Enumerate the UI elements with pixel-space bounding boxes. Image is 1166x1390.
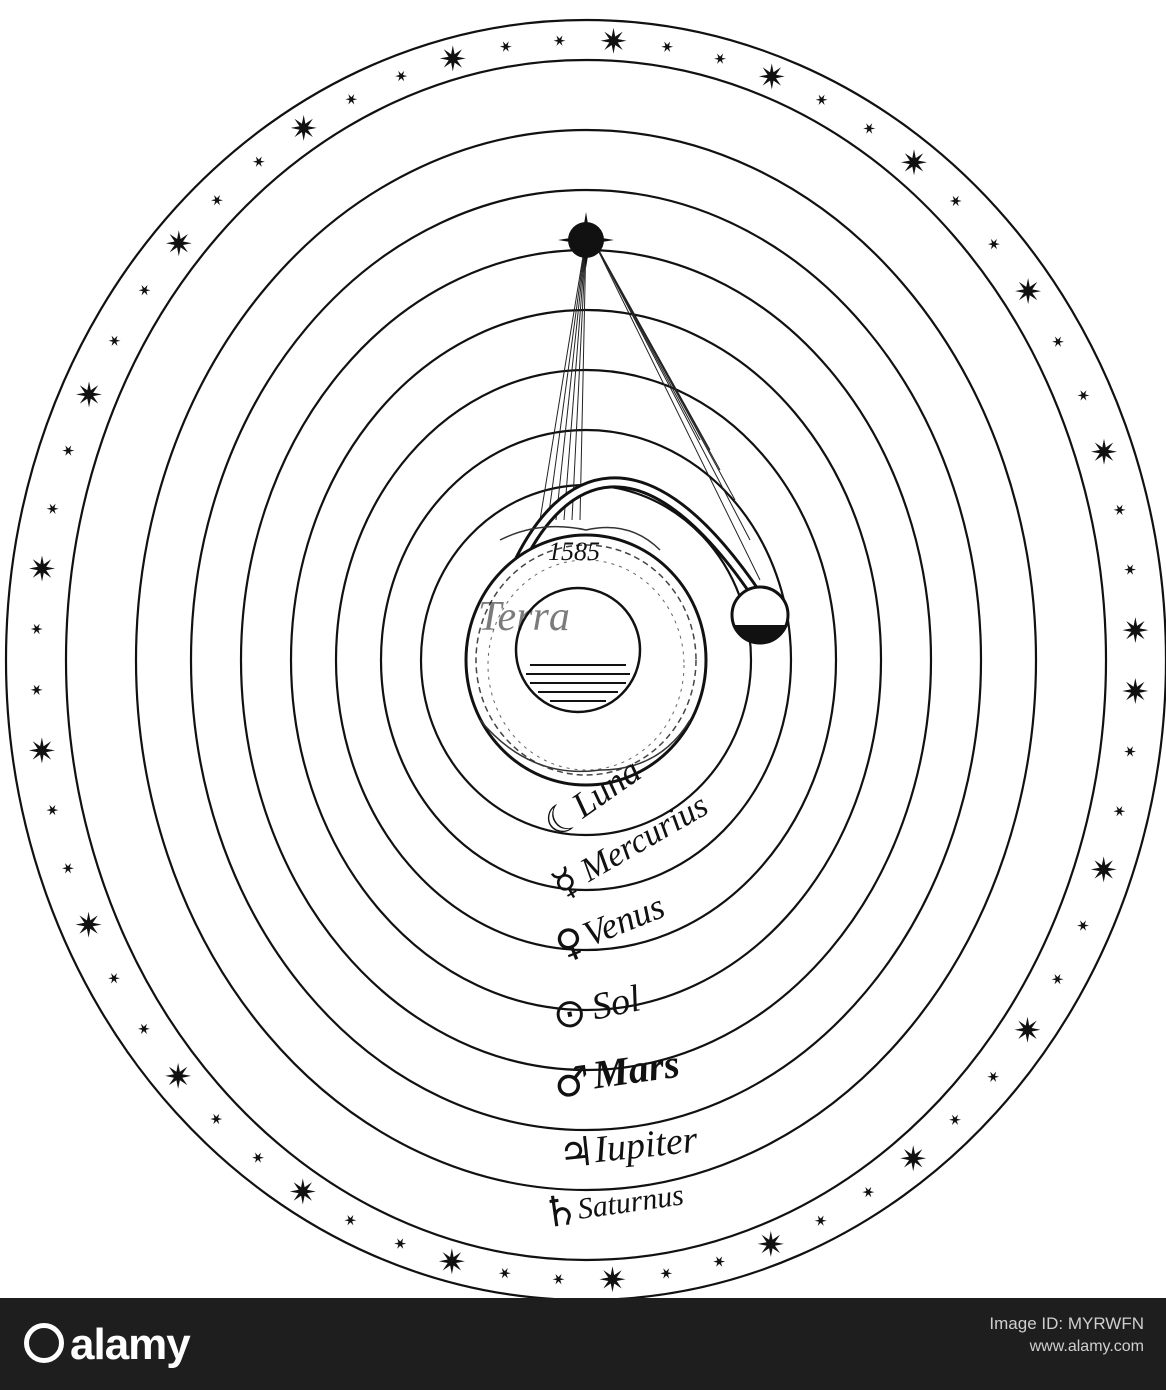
star-mark — [901, 149, 927, 176]
sphere-fixed-stars-inner — [64, 58, 1108, 1262]
image-id-label: Image ID: MYRWFN — [989, 1314, 1144, 1333]
earth-with-clouds — [464, 525, 708, 787]
star-mark — [1052, 336, 1064, 347]
mars-symbol: ♂ — [551, 1057, 593, 1108]
star-mark — [62, 863, 74, 874]
star-mark — [553, 35, 566, 46]
star-mark — [758, 63, 785, 90]
cosmos-diagram: 1585 Terra ☾ Luna ☿ Mercurius ♀ Venus ⊙ … — [5, 19, 1166, 1298]
star-mark — [1015, 278, 1042, 305]
star-mark — [108, 335, 121, 346]
comet-year-label: 1585 — [548, 537, 600, 566]
star-mark — [439, 45, 466, 72]
star-mark — [660, 1268, 673, 1279]
star-mark — [62, 445, 75, 456]
star-mark — [394, 1238, 407, 1249]
star-mark — [137, 1023, 150, 1035]
venus-label: Venus — [577, 886, 670, 955]
image-id-block: Image ID: MYRWFN www.alamy.com — [989, 1314, 1144, 1356]
sphere-sun — [289, 308, 883, 1012]
star-mark — [1122, 678, 1149, 704]
planet-labels: ☾ Luna ☿ Mercurius ♀ Venus ⊙ Sol ♂ Mars … — [535, 750, 714, 1238]
star-mark — [661, 41, 674, 52]
star-mark — [46, 804, 59, 816]
star-mark — [1113, 806, 1126, 817]
comet-star — [558, 212, 614, 268]
earth-label: Terra — [478, 594, 570, 640]
fixed-stars-band — [28, 27, 1149, 1293]
star-mark — [211, 195, 223, 206]
star-mark — [76, 381, 102, 408]
star-mark — [30, 684, 43, 696]
comet-head — [730, 585, 790, 645]
star-mark — [29, 555, 55, 582]
star-mark — [252, 1152, 264, 1163]
star-mark — [165, 1062, 192, 1089]
geocentric-universe-engraving: 1585 Terra ☾ Luna ☿ Mercurius ♀ Venus ⊙ … — [5, 19, 1166, 1298]
star-mark — [949, 1114, 961, 1125]
sphere-venus — [334, 368, 838, 952]
star-mark — [1077, 920, 1089, 931]
star-mark — [815, 94, 828, 105]
brand-name: alamy — [70, 1320, 191, 1369]
star-mark — [1113, 504, 1126, 516]
star-mark — [1122, 617, 1149, 644]
star-mark — [345, 94, 358, 105]
star-mark — [165, 230, 192, 257]
sphere-jupiter — [189, 188, 983, 1132]
star-mark — [138, 285, 151, 296]
iupiter-symbol: ♃ — [556, 1128, 596, 1177]
star-mark — [1090, 856, 1117, 883]
star-mark — [599, 1266, 626, 1293]
star-mark — [862, 1186, 875, 1198]
star-mark — [987, 1071, 1000, 1082]
star-mark — [1077, 390, 1090, 401]
star-mark — [949, 195, 962, 207]
star-mark — [1124, 746, 1136, 757]
mars-label: Mars — [589, 1041, 682, 1098]
star-mark — [900, 1145, 927, 1172]
star-mark — [30, 623, 43, 635]
star-mark — [987, 238, 1000, 250]
site-url: www.alamy.com — [1029, 1338, 1144, 1355]
sol-label: Sol — [588, 977, 644, 1028]
brand-logo: alamy — [24, 1320, 191, 1370]
star-mark — [395, 70, 408, 82]
alamy-logo-icon — [24, 1323, 64, 1363]
saturnus-symbol: ♄ — [539, 1184, 583, 1238]
sol-symbol: ⊙ — [549, 988, 591, 1040]
star-mark — [108, 973, 120, 984]
star-mark — [1014, 1016, 1041, 1043]
sphere-outer-stars-edge — [5, 19, 1166, 1298]
star-mark — [252, 156, 265, 167]
star-mark — [46, 503, 59, 514]
star-mark — [344, 1215, 357, 1226]
star-mark — [552, 1274, 565, 1285]
star-mark — [290, 114, 317, 141]
star-mark — [757, 1230, 784, 1257]
star-mark — [1124, 564, 1137, 575]
star-mark — [499, 41, 512, 52]
sphere-mercury — [379, 428, 793, 892]
star-mark — [1091, 438, 1117, 465]
comet-rays — [539, 237, 761, 581]
star-mark — [28, 737, 55, 764]
star-mark — [863, 123, 876, 134]
sphere-saturn — [134, 128, 1038, 1192]
star-mark — [714, 53, 727, 64]
star-mark — [75, 911, 102, 938]
saturnus-label: Saturnus — [575, 1178, 685, 1226]
iupiter-label: Iupiter — [591, 1119, 699, 1172]
star-mark — [438, 1248, 465, 1275]
star-mark — [289, 1178, 316, 1205]
star-mark — [600, 27, 627, 54]
star-mark — [713, 1256, 726, 1267]
star-mark — [498, 1268, 511, 1279]
star-mark — [814, 1215, 827, 1226]
watermark-bar: alamy Image ID: MYRWFN www.alamy.com — [0, 1298, 1166, 1390]
star-mark — [1051, 974, 1064, 985]
star-mark — [210, 1113, 223, 1125]
